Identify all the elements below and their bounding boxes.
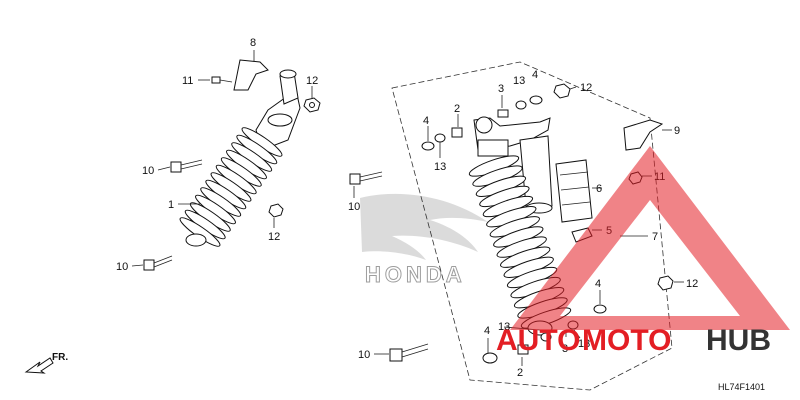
callout-12-right-upper: 12 <box>580 82 592 94</box>
callout-4-lower: 4 <box>484 325 490 337</box>
callout-12-left-lower: 12 <box>268 231 280 243</box>
callout-13-lower: 13 <box>498 321 510 333</box>
callout-12-left-upper: 12 <box>306 75 318 87</box>
callout-10-left-lower: 10 <box>116 261 128 273</box>
brand-triangle-icon <box>510 146 790 330</box>
callout-10-right-upper: 10 <box>348 201 360 213</box>
callout-4-left: 4 <box>423 115 429 127</box>
right-shock-absorber <box>473 116 553 214</box>
callout-6: 6 <box>596 183 602 195</box>
left-shock-absorber <box>179 69 301 247</box>
callout-7: 7 <box>652 231 658 243</box>
honda-wing-watermark: HONDA <box>360 193 488 288</box>
callout-9: 9 <box>674 125 680 137</box>
callout-2-upper: 2 <box>454 103 460 115</box>
callout-13-upper: 13 <box>513 75 525 87</box>
front-arrow-icon <box>24 357 54 374</box>
brand-text-auto: AUTO <box>496 324 580 357</box>
callout-12-right: 12 <box>686 278 698 290</box>
bracket-part-8 <box>233 59 269 91</box>
automotohub-watermark-logo: AUTO MOTO HUB <box>496 146 790 357</box>
brand-text-moto: MOTO <box>582 324 671 357</box>
diagram-code: HL74F1401 <box>718 382 765 392</box>
callout-8: 8 <box>250 37 256 49</box>
assembly-outline-frame <box>391 61 673 391</box>
callout-4-upper: 4 <box>532 69 538 81</box>
nut-part-12-left-lower <box>268 203 284 218</box>
cover-part-6 <box>555 159 593 223</box>
watermark-text: HONDA <box>365 262 466 287</box>
bolt-part-10-left-upper <box>170 159 203 173</box>
callout-10-left-upper: 10 <box>142 165 154 177</box>
callout-10-bottom: 10 <box>358 349 370 361</box>
brand-text-hub: HUB <box>706 324 771 357</box>
callout-13-left: 13 <box>434 161 446 173</box>
callout-3-lower: 3 <box>562 343 568 355</box>
bolt-part-11-left <box>211 76 233 84</box>
right-hardware <box>349 83 674 364</box>
callout-11-left: 11 <box>182 75 193 87</box>
callout-3-upper: 3 <box>498 83 504 95</box>
bolt-part-10-left-lower <box>143 255 173 271</box>
front-direction-indicator: FR. <box>24 352 68 374</box>
nut-part-12-left-upper <box>303 97 321 113</box>
callout-13-lower-right: 13 <box>578 338 590 350</box>
callout-1: 1 <box>168 199 174 211</box>
bracket-part-9 <box>623 119 664 151</box>
front-direction-label: FR. <box>52 352 68 363</box>
callout-4-right: 4 <box>595 278 601 290</box>
callout-2-lower: 2 <box>517 367 523 379</box>
